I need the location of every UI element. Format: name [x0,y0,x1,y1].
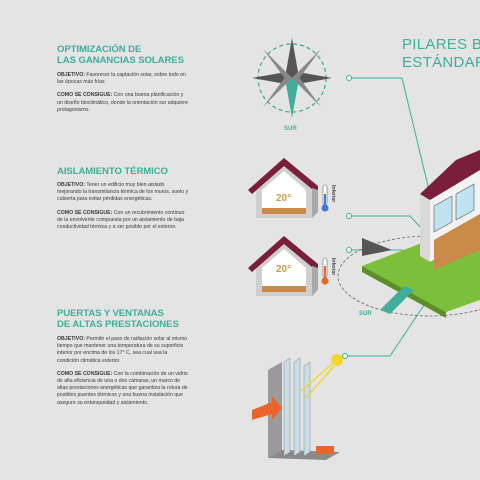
title-line-2: LAS GANANCIAS SOLARES [57,55,184,66]
method-body: Con un recubrimiento continuo de la envo… [57,209,185,231]
section-title: PUERTAS Y VENTANAS DE ALTAS PRESTACIONES [57,308,189,330]
objective-text: OBJETIVO: Favorecer la captación solar, … [57,72,189,86]
objective-label: OBJETIVO: [57,336,85,342]
method-text: COMO SE CONSIGUE: Con la combinación de … [57,371,189,407]
title-line-2: DE ALTAS PRESTACIONES [57,319,179,330]
section-solar-gains: OPTIMIZACIÓN DE LAS GANANCIAS SOLARES OB… [57,44,189,114]
site-south-label: SUR [359,311,372,317]
objective-body: Tener un edificio muy bien aislado mejor… [57,182,189,203]
header-line-1: PILARES BA [402,36,480,53]
objective-body: Favorecer la captación solar, sobre todo… [57,72,186,86]
method-label: COMO SE CONSIGUE: [57,209,113,216]
compass-label: SUR [284,126,297,132]
method-body: Con una buena planificación y un diseño … [57,92,188,113]
title-line-1: PUERTAS Y VENTANAS [57,308,164,319]
objective-label: OBJETIVO: [57,72,85,78]
method-body: Con la combinación de un vidrio de alta … [57,370,188,406]
method-text: COMO SE CONSIGUE: Con una buena planific… [57,92,189,114]
section-title: OPTIMIZACIÓN DE LAS GANANCIAS SOLARES [57,44,189,66]
header-line-2: ESTÁNDAR F [402,54,480,71]
method-label: COMO SE CONSIGUE: [57,92,113,99]
house-2-temperature: 20° [276,264,292,275]
house-1-label: Inferior [330,185,336,203]
objective-label: OBJETIVO: [57,182,85,188]
passive-house-illustration [337,150,480,318]
section-thermal-insulation: AISLAMIENTO TÉRMICO OBJETIVO: Tener un e… [57,166,189,231]
insulated-house-1 [248,158,329,218]
method-label: COMO SE CONSIGUE: [57,370,113,377]
objective-text: OBJETIVO: Permitir el paso de radiación … [57,336,189,365]
high-performance-window-illustration [252,354,343,460]
title-line-1: OPTIMIZACIÓN DE [57,44,142,55]
method-text: COMO SE CONSIGUE: Con un recubrimiento c… [57,210,189,232]
section-doors-windows: PUERTAS Y VENTANAS DE ALTAS PRESTACIONES… [57,308,189,407]
insulated-house-2 [248,236,329,296]
leader-dots [342,75,352,359]
title-line-1: AISLAMIENTO TÉRMICO [57,166,168,177]
page-header: PILARES BA ESTÁNDAR F [402,36,480,72]
house-1-temperature: 20° [276,193,292,204]
objective-text: OBJETIVO: Tener un edificio muy bien ais… [57,182,189,204]
compass-rose-icon [252,38,332,118]
section-title: AISLAMIENTO TÉRMICO [57,166,189,177]
objective-body: Permitir el paso de radiación solar al m… [57,336,188,364]
house-2-label: Inferior [330,258,336,276]
